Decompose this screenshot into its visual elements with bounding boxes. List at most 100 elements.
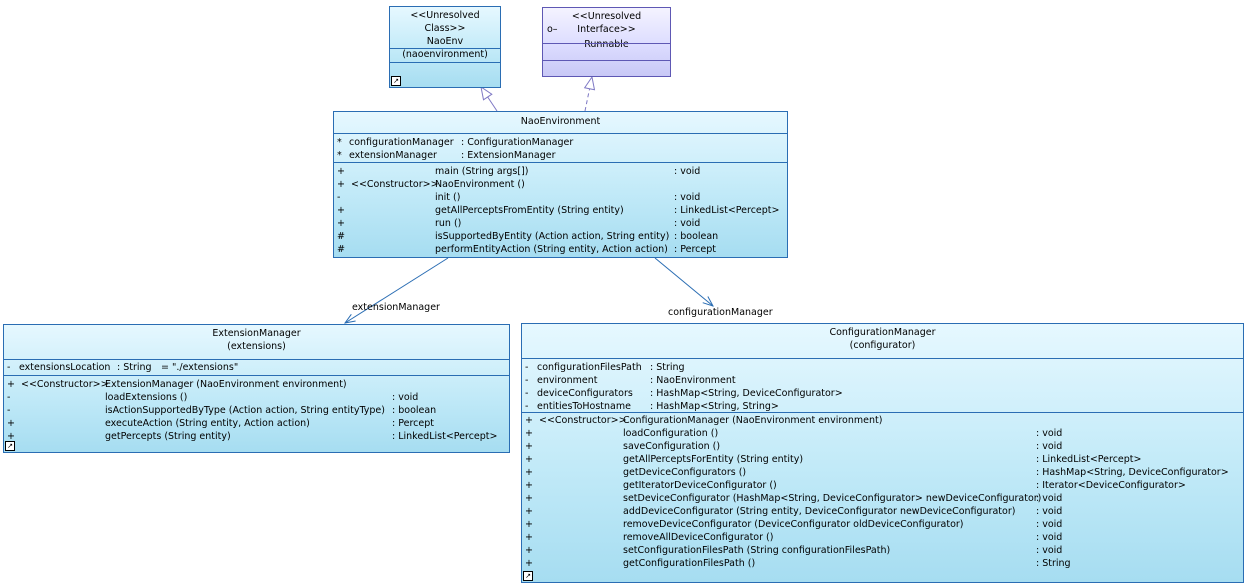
attribute-row: * extensionManager : ExtensionManager — [334, 149, 787, 162]
configurationmanager-package: (configurator) — [849, 340, 916, 351]
attribute-name: environment — [537, 375, 598, 386]
visibility-marker: + — [337, 205, 345, 216]
visibility-marker: + — [525, 467, 533, 478]
operation-signature: ExtensionManager (NaoEnvironment environ… — [105, 379, 347, 390]
operation-return: : LinkedList<Percept> — [392, 431, 498, 442]
class-naoenv[interactable]: <<Unresolved Class>> NaoEnv (naoenvironm… — [389, 6, 501, 88]
operation-stereotype: <<Constructor>> — [351, 179, 439, 190]
operation-return: : void — [1036, 493, 1063, 504]
configurationmanager-attributes: - configurationFilesPath : String - envi… — [522, 358, 1243, 412]
visibility-marker: * — [337, 150, 342, 161]
class-configurationmanager[interactable]: ConfigurationManager (configurator) - co… — [521, 323, 1244, 583]
operation-signature: getAllPerceptsForEntity (String entity) — [623, 454, 804, 465]
operation-row: # performEntityAction (String entity, Ac… — [334, 243, 787, 256]
operation-row: # isSupportedByEntity (Action action, St… — [334, 230, 787, 243]
operation-return: : void — [674, 166, 701, 177]
association-configuration-manager[interactable] — [654, 257, 713, 306]
operation-signature: setDeviceConfigurator (HashMap<String, D… — [623, 493, 1042, 504]
runnable-attributes — [543, 43, 670, 60]
operation-row: + getDeviceConfigurators () : HashMap<St… — [522, 466, 1243, 479]
attribute-type: : HashMap<String, DeviceConfigurator> — [650, 388, 843, 399]
operation-signature: NaoEnvironment () — [435, 179, 525, 190]
operation-signature: getConfigurationFilesPath () — [623, 558, 756, 569]
visibility-marker: + — [525, 519, 533, 530]
class-extensionmanager[interactable]: ExtensionManager (extensions) - extensio… — [3, 324, 510, 453]
attribute-name: entitiesToHostname — [537, 401, 631, 412]
visibility-marker: - — [7, 362, 11, 373]
generalization-naoenv[interactable] — [481, 87, 498, 112]
operation-signature: performEntityAction (String entity, Acti… — [435, 244, 668, 255]
visibility-marker: + — [525, 454, 533, 465]
attribute-type: : String — [117, 362, 152, 373]
operation-signature: loadConfiguration () — [623, 428, 719, 439]
navigate-icon[interactable]: ↗ — [523, 571, 533, 581]
operation-row: + removeAllDeviceConfigurator () : void — [522, 531, 1243, 544]
operation-row: + run () : void — [334, 217, 787, 230]
operation-return: : void — [674, 218, 701, 229]
interface-runnable[interactable]: <<Unresolved Interface>> o– Runnable — [542, 7, 671, 77]
class-naoenvironment[interactable]: NaoEnvironment * configurationManager : … — [333, 111, 788, 258]
visibility-marker: + — [337, 218, 345, 229]
operation-signature: isActionSupportedByType (Action action, … — [105, 405, 385, 416]
visibility-marker: # — [337, 244, 345, 255]
visibility-marker: - — [7, 405, 11, 416]
operation-signature: setConfigurationFilesPath (String config… — [623, 545, 891, 556]
operation-signature: getAllPerceptsFromEntity (String entity) — [435, 205, 624, 216]
operation-row: + main (String args[]) : void — [334, 165, 787, 178]
visibility-marker: + — [525, 545, 533, 556]
visibility-marker: - — [525, 362, 529, 373]
extensionmanager-name: ExtensionManager — [212, 328, 301, 339]
visibility-marker: + — [7, 431, 15, 442]
attribute-row: - deviceConfigurators : HashMap<String, … — [522, 387, 1243, 400]
naoenv-package: (naoenvironment) — [402, 49, 488, 60]
operation-signature: getPercepts (String entity) — [105, 431, 231, 442]
naoenvironment-operations: + main (String args[]) : void + <<Constr… — [334, 162, 787, 260]
operation-row: + <<Constructor>> NaoEnvironment () — [334, 178, 787, 191]
navigate-icon[interactable]: ↗ — [5, 441, 15, 451]
operation-signature: run () — [435, 218, 462, 229]
attribute-row: - configurationFilesPath : String — [522, 361, 1243, 374]
visibility-marker: + — [7, 379, 15, 390]
operation-return: : void — [1036, 545, 1063, 556]
naoenvironment-name: NaoEnvironment — [520, 116, 601, 127]
operation-row: - init () : void — [334, 191, 787, 204]
attribute-name: extensionsLocation — [19, 362, 111, 373]
visibility-marker: + — [525, 428, 533, 439]
operation-row: + removeDeviceConfigurator (DeviceConfig… — [522, 518, 1243, 531]
attribute-type: : NaoEnvironment — [650, 375, 736, 386]
runnable-name: Runnable — [584, 39, 629, 50]
configurationmanager-operations: + <<Constructor>> ConfigurationManager (… — [522, 412, 1243, 584]
operation-row: + <<Constructor>> ConfigurationManager (… — [522, 414, 1243, 427]
configurationmanager-name: ConfigurationManager — [829, 327, 936, 338]
runnable-stereotype: <<Unresolved Interface>> — [571, 11, 642, 35]
visibility-marker: * — [337, 137, 342, 148]
naoenv-name: NaoEnv — [426, 36, 464, 47]
operation-row: + getIteratorDeviceConfigurator () : Ite… — [522, 479, 1243, 492]
operation-row: + saveConfiguration () : void — [522, 440, 1243, 453]
operation-row: + loadConfiguration () : void — [522, 427, 1243, 440]
visibility-marker: + — [525, 480, 533, 491]
operation-return: : Iterator<DeviceConfigurator> — [1036, 480, 1186, 491]
visibility-marker: + — [7, 418, 15, 429]
operation-row: + addDeviceConfigurator (String entity, … — [522, 505, 1243, 518]
attribute-name: extensionManager — [349, 150, 437, 161]
visibility-marker: - — [337, 192, 341, 203]
visibility-marker: - — [525, 401, 529, 412]
visibility-marker: + — [337, 179, 345, 190]
operation-return: : HashMap<String, DeviceConfigurator> — [1036, 467, 1229, 478]
operation-row: + getConfigurationFilesPath () : String — [522, 557, 1243, 570]
attribute-type: : HashMap<String, String> — [650, 401, 779, 412]
visibility-marker: - — [525, 388, 529, 399]
association-label-configuration: configurationManager — [668, 307, 773, 318]
association-extension-manager[interactable] — [345, 257, 449, 323]
operation-return: : String — [1036, 558, 1071, 569]
attribute-name: deviceConfigurators — [537, 388, 633, 399]
operation-signature: getIteratorDeviceConfigurator () — [623, 480, 777, 491]
operation-signature: init () — [435, 192, 461, 203]
operation-return: : void — [392, 392, 419, 403]
realization-runnable[interactable] — [585, 77, 592, 112]
navigate-icon[interactable]: ↗ — [391, 76, 401, 86]
visibility-marker: + — [525, 415, 533, 426]
operation-signature: ConfigurationManager (NaoEnvironment env… — [623, 415, 883, 426]
